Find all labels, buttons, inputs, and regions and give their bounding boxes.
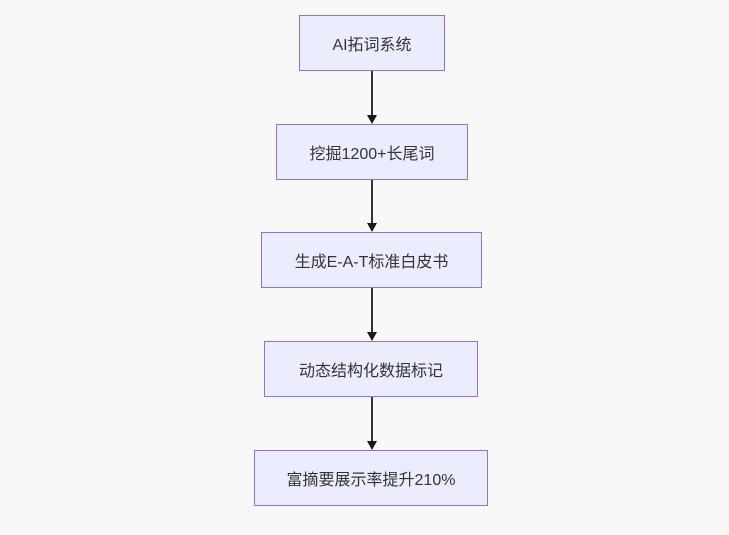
node-label: 生成E-A-T标准白皮书 <box>294 254 449 271</box>
flow-arrow-3 <box>366 288 377 341</box>
arrow-head-icon <box>366 441 377 450</box>
flowchart-node-structured-data: 动态结构化数据标记 <box>264 341 478 397</box>
arrow-head-icon <box>366 332 377 341</box>
node-label: 挖掘1200+长尾词 <box>309 146 435 163</box>
flowchart-node-eat-whitepaper: 生成E-A-T标准白皮书 <box>261 232 482 288</box>
arrow-line <box>370 397 373 441</box>
flowchart-node-rich-snippet-rate: 富摘要展示率提升210% <box>254 450 488 506</box>
arrow-head-icon <box>366 223 377 232</box>
arrow-line <box>370 71 373 115</box>
flow-arrow-4 <box>366 397 377 450</box>
flowchart-node-longtail-keywords: 挖掘1200+长尾词 <box>276 124 468 180</box>
flowchart-node-ai-word-system: AI拓词系统 <box>299 15 445 71</box>
node-label: 动态结构化数据标记 <box>298 363 443 380</box>
arrow-head-icon <box>366 115 377 124</box>
arrow-line <box>370 288 373 332</box>
node-label: 富摘要展示率提升210% <box>286 472 456 489</box>
node-label: AI拓词系统 <box>332 37 412 54</box>
arrow-line <box>370 180 373 223</box>
flow-arrow-2 <box>366 180 377 232</box>
flow-arrow-1 <box>366 71 377 124</box>
